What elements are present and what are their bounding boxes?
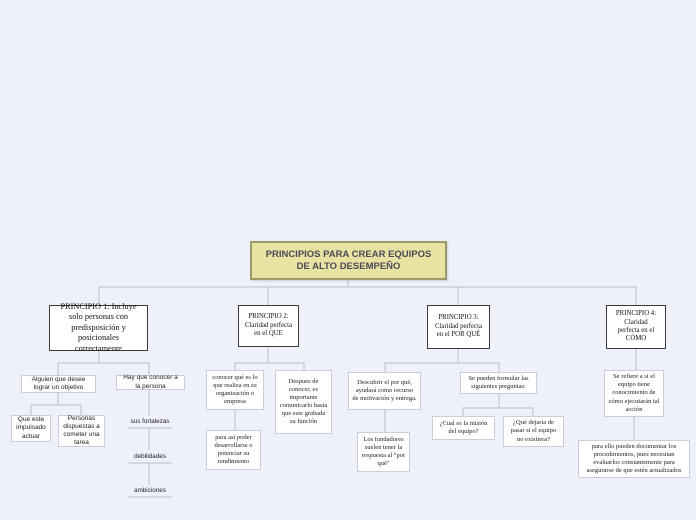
principle-1-topic[interactable]: PRINCIPIO 1: Incluye solo personas con p… bbox=[49, 302, 148, 353]
principle-2-label: PRINCIPIO 2: Claridad perfecta en el QUE bbox=[245, 313, 292, 338]
p1-leaf-ambiciones[interactable]: ambiciones bbox=[134, 487, 166, 495]
principle-3-topic[interactable]: PRINCIPIO 3: Claridad perfecta en el POR… bbox=[427, 305, 490, 349]
principle-4-label: PRINCIPIO 4: Claridad perfecta en el CÓM… bbox=[615, 310, 657, 343]
p3-leaf-mision[interactable]: ¿Cual es la misión del equipo? bbox=[432, 416, 495, 440]
p4-subtopic-ejecutar[interactable]: Se refiere a si el equipo tiene conocimi… bbox=[604, 370, 664, 417]
p3-leaf-no-existiera[interactable]: ¿Qué dejaría de pasar si el equipo no ex… bbox=[503, 416, 564, 447]
p1-subtopic-objective[interactable]: Alguien que desee lograr un objetivo bbox=[21, 375, 96, 393]
p2-subtopic-conocer[interactable]: conocer qué es lo que realiza en su orga… bbox=[206, 370, 264, 410]
root-topic[interactable]: PRINCIPIOS PARA CREAR EQUIPOS DE ALTO DE… bbox=[250, 241, 447, 280]
p3-leaf-fundadores[interactable]: Los fundadores suelen tener la respuesta… bbox=[357, 432, 410, 472]
p3-subtopic-descubrir[interactable]: Descubrir el por qué, ayudará como recur… bbox=[348, 372, 421, 410]
p1-leaf-impulsado[interactable]: Que este impulsado actuar bbox=[11, 415, 51, 442]
p3-subtopic-preguntas[interactable]: Se pueden formular las siguientes pregun… bbox=[460, 372, 537, 394]
principle-2-topic[interactable]: PRINCIPIO 2: Claridad perfecta en el QUE bbox=[238, 305, 299, 347]
principle-3-label: PRINCIPIO 3: Claridad perfecta en el POR… bbox=[435, 314, 482, 339]
p1-leaf-debilidades[interactable]: debilidades bbox=[134, 453, 166, 461]
p1-subtopic-know-person[interactable]: Hay que conocer a la persona bbox=[116, 374, 185, 390]
principle-1-label: PRINCIPIO 1: Incluye solo personas con p… bbox=[60, 302, 137, 353]
p2-leaf-desarrollarse[interactable]: para así poder desarrollarse o potenciar… bbox=[206, 430, 261, 470]
p4-leaf-documentar[interactable]: para ello pueden documentar los procedim… bbox=[578, 440, 690, 478]
p2-subtopic-comunicar[interactable]: Despues de conocer, es importante comuni… bbox=[275, 370, 332, 434]
principle-4-topic[interactable]: PRINCIPIO 4: Claridad perfecta en el CÓM… bbox=[606, 305, 666, 349]
p1-leaf-dispuestas[interactable]: Personas dispuestas a cometer una tarea bbox=[58, 415, 105, 447]
root-topic-label: PRINCIPIOS PARA CREAR EQUIPOS DE ALTO DE… bbox=[265, 248, 432, 272]
p1-leaf-fortalezas[interactable]: sus fortalezas bbox=[130, 418, 170, 426]
